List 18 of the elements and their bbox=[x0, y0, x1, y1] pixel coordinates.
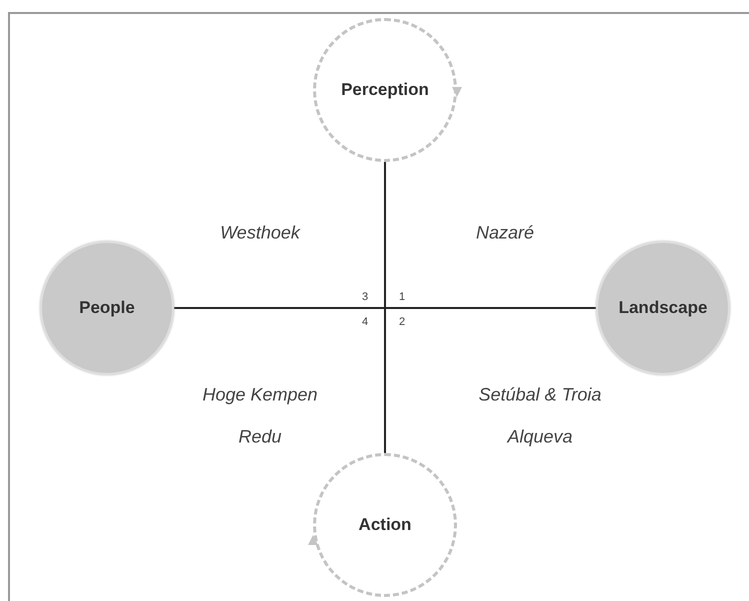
connector-line bbox=[384, 162, 386, 453]
site-name: Hoge Kempen bbox=[202, 384, 318, 406]
quadrant-number: 4 bbox=[362, 316, 368, 328]
site-name: Nazaré bbox=[476, 222, 534, 244]
node-label: Perception bbox=[341, 80, 429, 100]
node-label: Action bbox=[358, 515, 412, 535]
quadrant-number: 2 bbox=[398, 316, 406, 328]
site-name: Setúbal & Troia bbox=[478, 384, 602, 406]
site-name: Redu bbox=[238, 426, 282, 448]
quadrant-number: 3 bbox=[362, 291, 368, 303]
circle-node bbox=[313, 18, 457, 162]
connector-line bbox=[174, 307, 596, 309]
site-name: Westhoek bbox=[220, 222, 300, 244]
node-label: People bbox=[79, 298, 135, 318]
node-label: Landscape bbox=[618, 298, 708, 318]
site-name: Alqueva bbox=[507, 426, 573, 448]
quadrant-number: 1 bbox=[398, 291, 406, 303]
circle-node bbox=[313, 453, 457, 597]
